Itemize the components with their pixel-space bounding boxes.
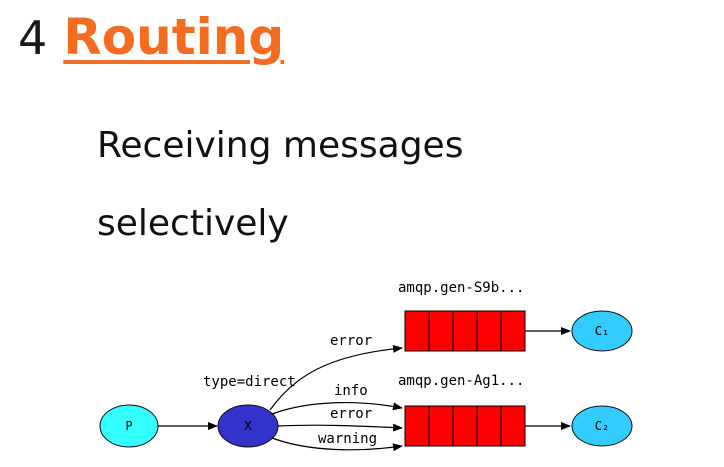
queue-2-cell xyxy=(428,405,454,447)
consumer-1-node xyxy=(571,310,633,352)
queue-2-cell xyxy=(500,405,526,447)
queue-2-name: amqp.gen-Ag1... xyxy=(398,373,524,389)
consumer-1-label: C₁ xyxy=(595,324,609,338)
routing-title-link[interactable]: Routing xyxy=(63,8,285,66)
exchange-label: X xyxy=(244,419,252,433)
queue-1-cell xyxy=(500,310,526,352)
slide-heading: 4 Routing xyxy=(18,8,284,78)
queue-1-cell xyxy=(428,310,454,352)
queue-2-cell xyxy=(476,405,502,447)
queue-1-cell xyxy=(452,310,478,352)
queue-1 xyxy=(404,310,526,352)
subtitle-line-1: Receiving messages xyxy=(97,125,464,166)
binding-label-info: info xyxy=(334,383,368,399)
subtitle-line-2: selectively xyxy=(97,203,289,244)
consumer-2-node xyxy=(571,405,633,447)
queue-1-cell xyxy=(476,310,502,352)
exchange-type-label: type=direct xyxy=(203,374,296,390)
section-number: 4 xyxy=(18,11,48,65)
binding-label-error-queue2: error xyxy=(330,406,372,422)
binding-arrow-warning xyxy=(271,437,403,452)
queue-1-name: amqp.gen-S9b... xyxy=(398,280,524,296)
producer-label: P xyxy=(125,419,132,433)
queue-2-cell xyxy=(452,405,478,447)
binding-arrow-info xyxy=(271,402,403,415)
binding-arrow-error-queue2 xyxy=(277,423,403,432)
binding-label-warning: warning xyxy=(318,431,377,447)
binding-label-error-queue1: error xyxy=(330,333,372,349)
consumer-2-label: C₂ xyxy=(595,419,609,433)
queue-1-cell xyxy=(404,310,430,352)
queue-2 xyxy=(404,405,526,447)
binding-arrow-error-queue1 xyxy=(269,344,403,411)
queue-2-cell xyxy=(404,405,430,447)
